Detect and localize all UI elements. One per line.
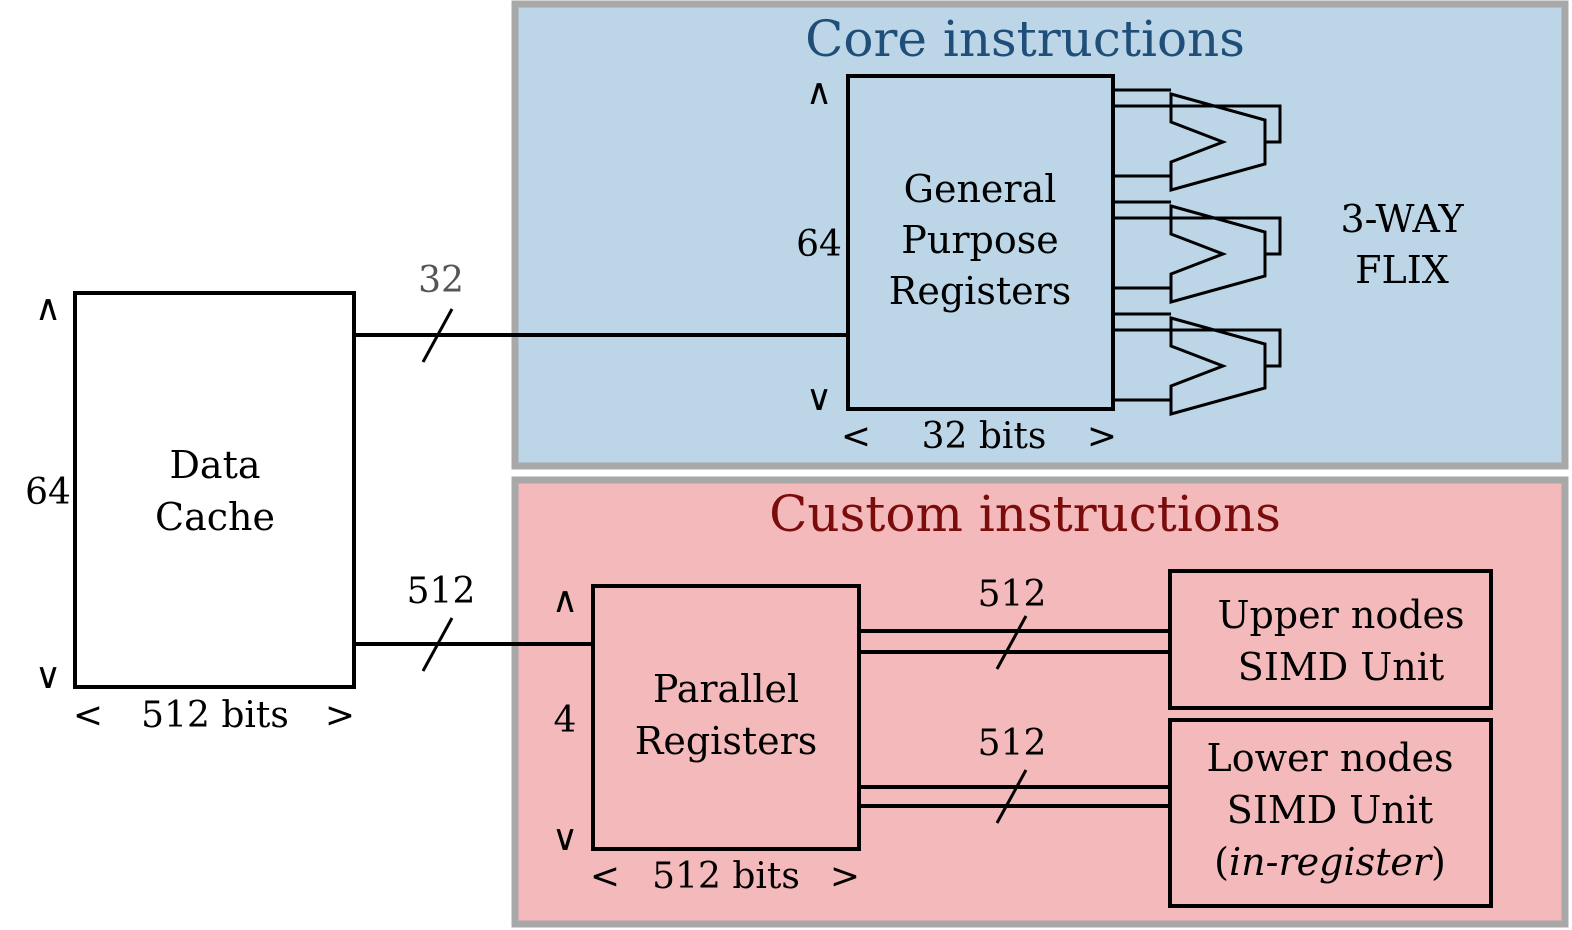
core-instructions-title: Core instructions xyxy=(805,10,1245,68)
upper-simd-label-line2: SIMD Unit xyxy=(1238,645,1444,689)
data-cache-height-label: 64 xyxy=(25,472,71,513)
flix-alu-1 xyxy=(1113,88,1282,192)
lower-simd-label-line2: SIMD Unit xyxy=(1227,788,1433,832)
parallel-registers-right-arrow: > xyxy=(830,856,860,897)
lower-simd-label-line1: Lower nodes xyxy=(1206,736,1453,780)
gpr-label-line1: General xyxy=(904,167,1057,211)
general-purpose-registers-block xyxy=(846,74,1115,411)
bus-cache-to-parallel-slash xyxy=(421,617,454,672)
data-cache-label-line1: Data xyxy=(169,443,260,487)
custom-instructions-title: Custom instructions xyxy=(769,485,1281,543)
bus-cache-to-parallel-label: 512 xyxy=(407,571,476,612)
parallel-registers-width-label: 512 bits xyxy=(652,856,800,897)
gpr-height-label: 64 xyxy=(796,224,842,265)
parallel-registers-label-line1: Parallel xyxy=(653,667,799,711)
gpr-width-label: 32 bits xyxy=(922,416,1047,457)
bus-to-upper-simd-label: 512 xyxy=(978,574,1047,615)
gpr-up-arrow: ∧ xyxy=(806,72,832,113)
bus-to-lower-simd-label: 512 xyxy=(978,723,1047,764)
flix-label-line2: FLIX xyxy=(1355,248,1449,292)
lower-simd-paren-open: ( xyxy=(1214,840,1229,884)
parallel-registers-left-arrow: < xyxy=(590,856,620,897)
data-cache-left-arrow: < xyxy=(73,695,103,736)
bus-to-upper-simd xyxy=(859,615,1170,670)
parallel-registers-height-label: 4 xyxy=(554,700,577,741)
flix-alu-3 xyxy=(1113,312,1282,416)
data-cache-up-arrow: ∧ xyxy=(35,288,61,329)
bus-to-lower-simd xyxy=(859,769,1170,824)
data-cache-block xyxy=(73,291,356,689)
gpr-label-line2: Purpose xyxy=(901,218,1058,262)
lower-simd-paren-close: ) xyxy=(1431,840,1446,884)
data-cache-label-line2: Cache xyxy=(155,495,275,539)
gpr-left-arrow: < xyxy=(841,416,871,457)
bus-cache-to-gpr-label: 32 xyxy=(418,260,464,301)
parallel-registers-down-arrow: ∨ xyxy=(552,818,578,859)
flix-label-line1: 3-WAY xyxy=(1340,197,1464,241)
lower-simd-in-register: in-register xyxy=(1229,840,1434,884)
parallel-registers-block xyxy=(591,584,861,851)
data-cache-down-arrow: ∨ xyxy=(35,656,61,697)
upper-nodes-simd-unit xyxy=(1168,569,1493,710)
data-cache-width-label: 512 bits xyxy=(141,695,289,736)
gpr-right-arrow: > xyxy=(1087,416,1117,457)
lower-nodes-simd-unit xyxy=(1168,718,1493,908)
gpr-label-line3: Registers xyxy=(889,269,1072,313)
lower-simd-label-line3: (in-register) xyxy=(1214,840,1446,884)
bus-cache-to-gpr-slash xyxy=(421,308,454,363)
parallel-registers-label-line2: Registers xyxy=(635,719,818,763)
gpr-down-arrow: ∨ xyxy=(806,378,832,419)
parallel-registers-up-arrow: ∧ xyxy=(552,580,578,621)
data-cache-right-arrow: > xyxy=(325,695,355,736)
flix-alu-2 xyxy=(1113,200,1282,304)
upper-simd-label-line1: Upper nodes xyxy=(1217,593,1464,637)
